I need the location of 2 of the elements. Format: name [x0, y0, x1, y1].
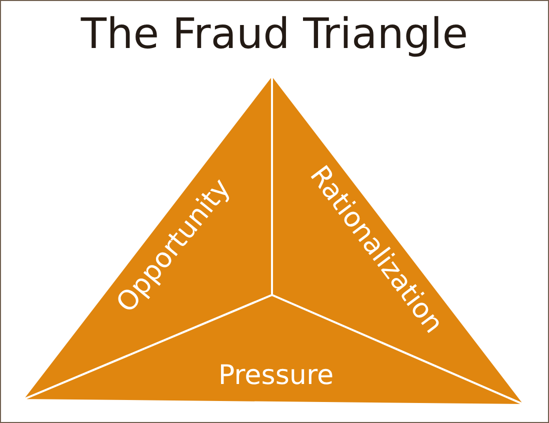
diagram-title: The Fraud Triangle — [80, 8, 470, 60]
section-label: Pressure — [218, 360, 334, 392]
